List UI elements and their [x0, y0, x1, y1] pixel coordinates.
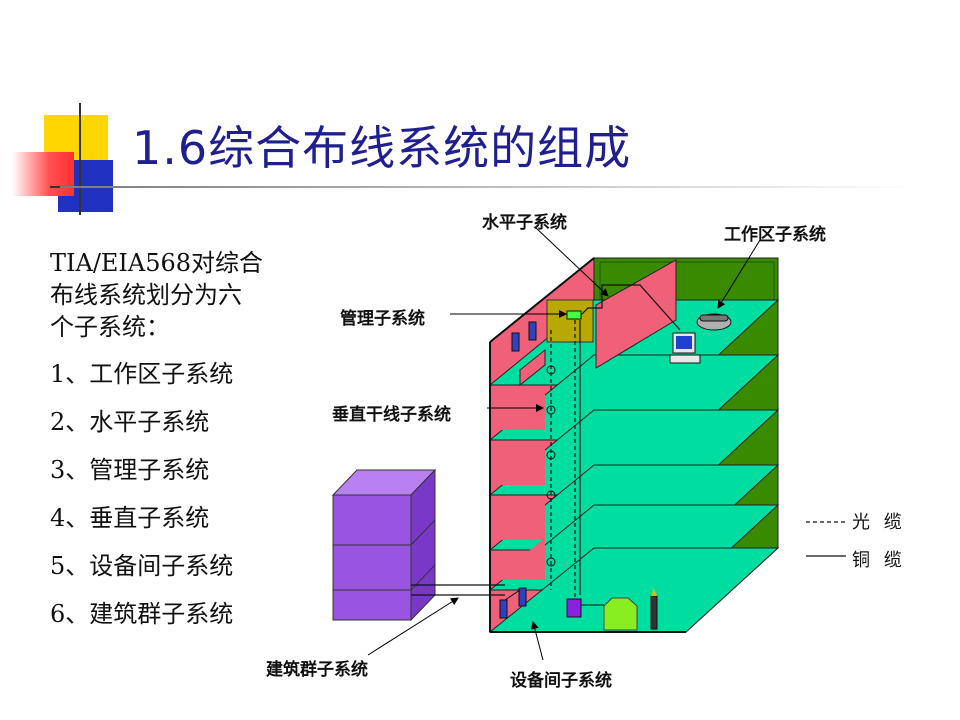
admin-closet	[546, 299, 594, 343]
label-vertical-subsystem: 垂直干线子系统	[332, 405, 451, 425]
equipment-rack	[528, 321, 537, 341]
equipment-rack	[511, 332, 520, 352]
list-item: 6、建筑群子系统	[50, 600, 234, 628]
list-item: 5、设备间子系统	[50, 552, 234, 580]
label-equipment-room-subsystem: 设备间子系统	[510, 671, 612, 691]
legend-copper-label: 铜 缆	[852, 550, 906, 571]
intro-line: 个子系统：	[50, 313, 170, 341]
title-rule	[60, 186, 920, 188]
wall-corner	[492, 538, 545, 580]
intro-line: 布线系统划分为六	[50, 281, 242, 309]
wall-corner	[492, 443, 545, 485]
list-item: 4、垂直子系统	[50, 504, 210, 532]
switch-box	[566, 598, 582, 618]
label-campus-subsystem: 建筑群子系统	[266, 660, 368, 680]
deco-vertical-line	[79, 103, 81, 215]
legend-fiber-label: 光 缆	[852, 512, 906, 533]
wall-corner	[492, 388, 545, 430]
deco-red-square	[12, 152, 74, 196]
campus-building-front	[332, 494, 412, 621]
intro-line: TIA/EIA568对综合	[50, 249, 264, 277]
equipment-rack	[499, 599, 508, 619]
label-admin-subsystem: 管理子系统	[340, 309, 425, 329]
label-horizontal-subsystem: 水平子系统	[482, 213, 567, 233]
list-item: 3、管理子系统	[50, 456, 210, 484]
patch-panel	[566, 310, 582, 320]
wall-corner	[492, 498, 545, 540]
computer-icon	[669, 332, 701, 364]
list-item: 2、水平子系统	[50, 408, 210, 436]
partition-wall	[519, 348, 546, 387]
pole-device	[650, 595, 658, 630]
label-work-area-subsystem: 工作区子系统	[724, 225, 826, 245]
page-title: 1.6综合布线系统的组成	[132, 121, 632, 175]
intro-text: TIA/EIA568对综合 布线系统划分为六 个子系统：	[50, 247, 263, 343]
equipment-rack	[518, 587, 527, 607]
partition-wall	[595, 259, 677, 369]
server-cabinet	[603, 597, 638, 631]
list-item: 1、工作区子系统	[50, 360, 234, 388]
telephone-icon	[696, 313, 732, 331]
campus-building-side	[410, 468, 436, 622]
